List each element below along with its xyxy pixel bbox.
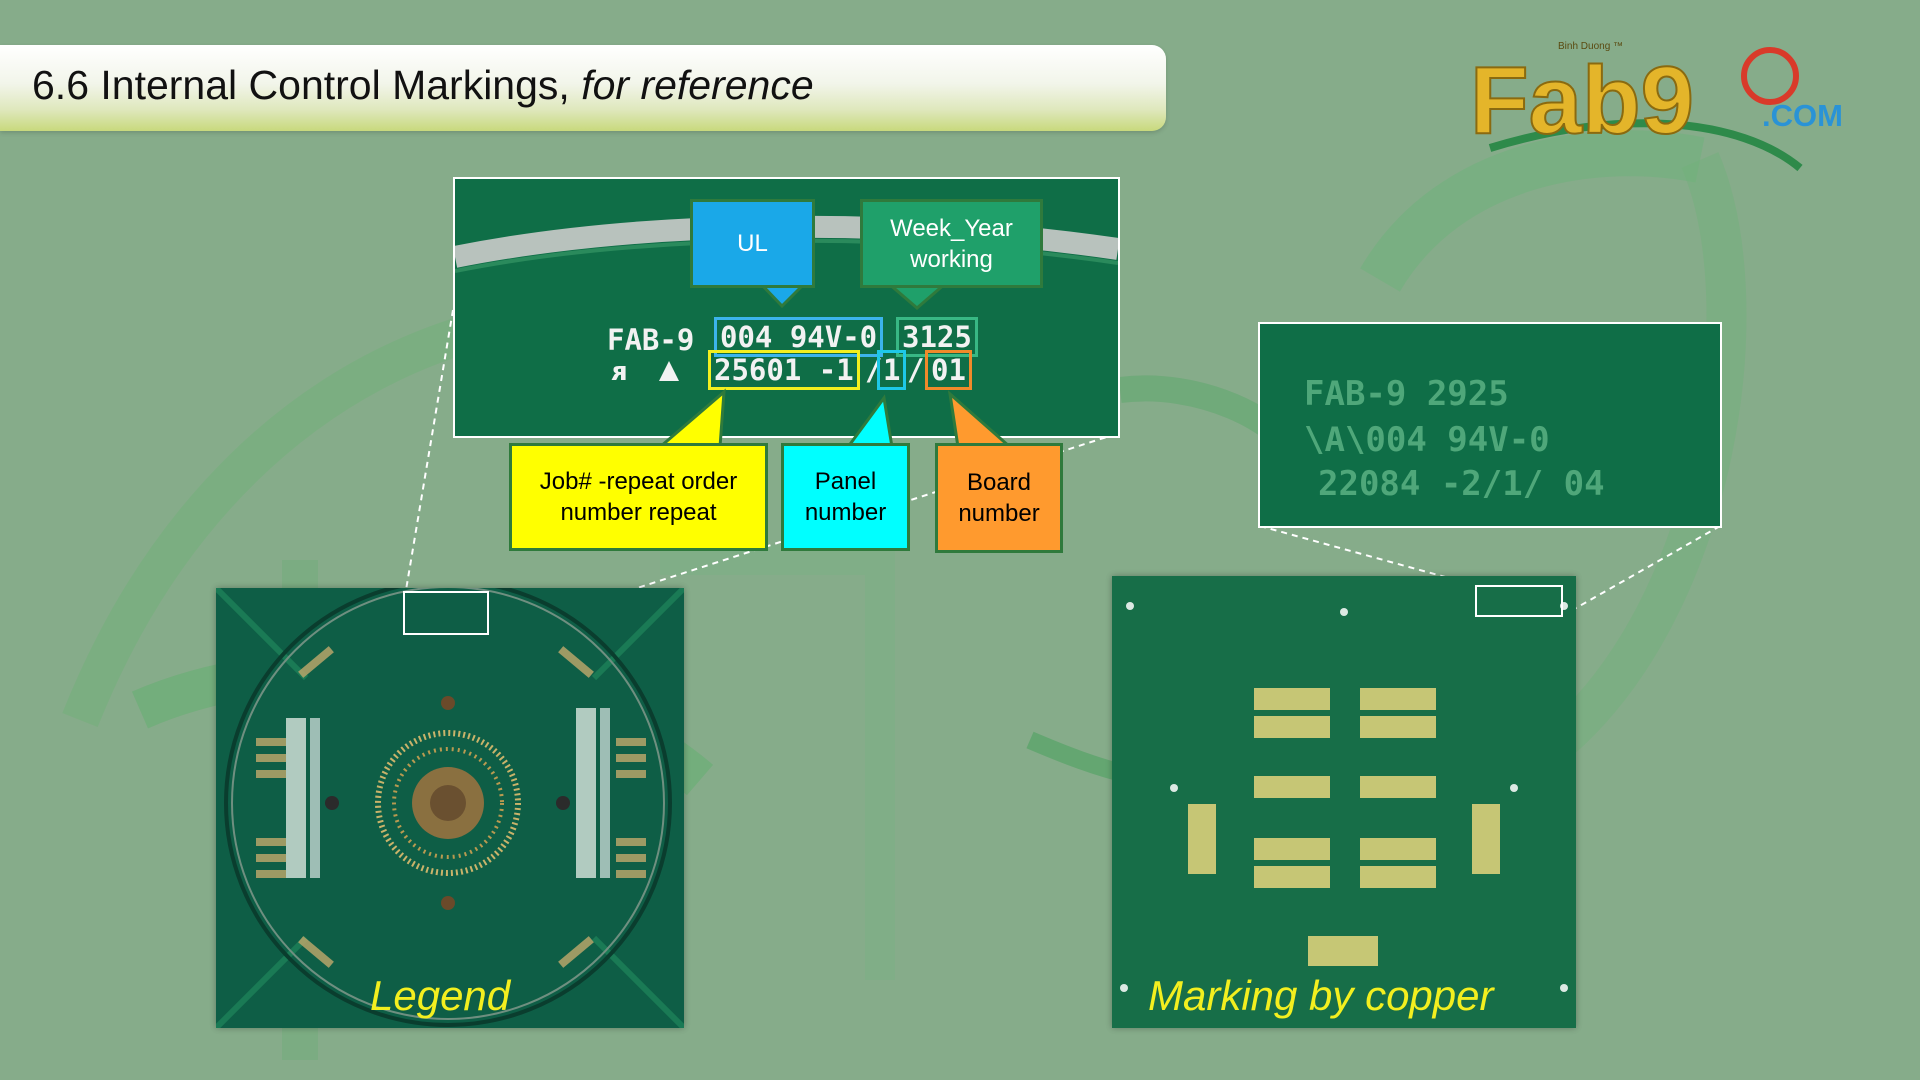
job-number-callout: Job# -repeat order number repeat — [509, 443, 768, 551]
copper-caption: Marking by copper — [1148, 972, 1494, 1019]
legend-board-photo: Legend — [216, 588, 684, 1028]
board-code-box: 01 — [925, 350, 972, 390]
logo-suffix: .COM — [1762, 98, 1843, 133]
copper-line1: FAB-9 2925 — [1304, 374, 1509, 414]
legend-board-artwork — [216, 588, 684, 1028]
copper-board-artwork — [1112, 576, 1576, 1028]
ul-callout: UL — [690, 199, 815, 288]
week-year-code: 3125 — [902, 320, 972, 354]
separator-2: / — [907, 353, 925, 387]
logo-word: Fab9 — [1470, 47, 1694, 154]
title-main-text: 6.6 Internal Control Markings, — [32, 62, 582, 108]
ul-code-box: 004 94V-0 — [714, 317, 884, 357]
board-number-callout: Board number — [935, 443, 1063, 553]
panel-code-box: 1 — [877, 350, 907, 390]
legend-line1: FAB-9 — [607, 323, 694, 357]
board-code: 01 — [931, 353, 966, 387]
week-year-code-box: 3125 — [896, 317, 978, 357]
panel-code: 1 — [883, 353, 901, 387]
ul-logo-icon: ᴙ — [611, 357, 679, 385]
title-bar — [0, 45, 1166, 131]
job-code-box: 25601 -1 — [708, 350, 860, 390]
title-italic-text: for reference — [581, 62, 814, 108]
svg-text:ᴙ: ᴙ — [611, 357, 628, 385]
logo-subtitle: Binh Duong ™ — [1558, 41, 1624, 52]
copper-board-photo: Marking by copper — [1112, 576, 1576, 1028]
copper-line3: 22084 -2/1/ 04 — [1318, 464, 1605, 504]
legend-caption: Legend — [370, 972, 511, 1019]
copper-line2: \A\004 94V-0 — [1304, 420, 1550, 460]
fab9-prefix: FAB-9 — [607, 323, 695, 357]
job-code: 25601 -1 — [714, 353, 854, 387]
week-year-callout: Week_Year working — [860, 199, 1043, 288]
ul-code: 004 94V-0 — [720, 320, 878, 354]
copper-zoom-photo: FAB-9 2925 \A\004 94V-0 22084 -2/1/ 04 — [1258, 322, 1722, 528]
page-title: 6.6 Internal Control Markings, for refer… — [32, 62, 814, 109]
panel-number-callout: Panel number — [781, 443, 910, 551]
fab9-logo: Fab9 — [1470, 46, 1803, 172]
